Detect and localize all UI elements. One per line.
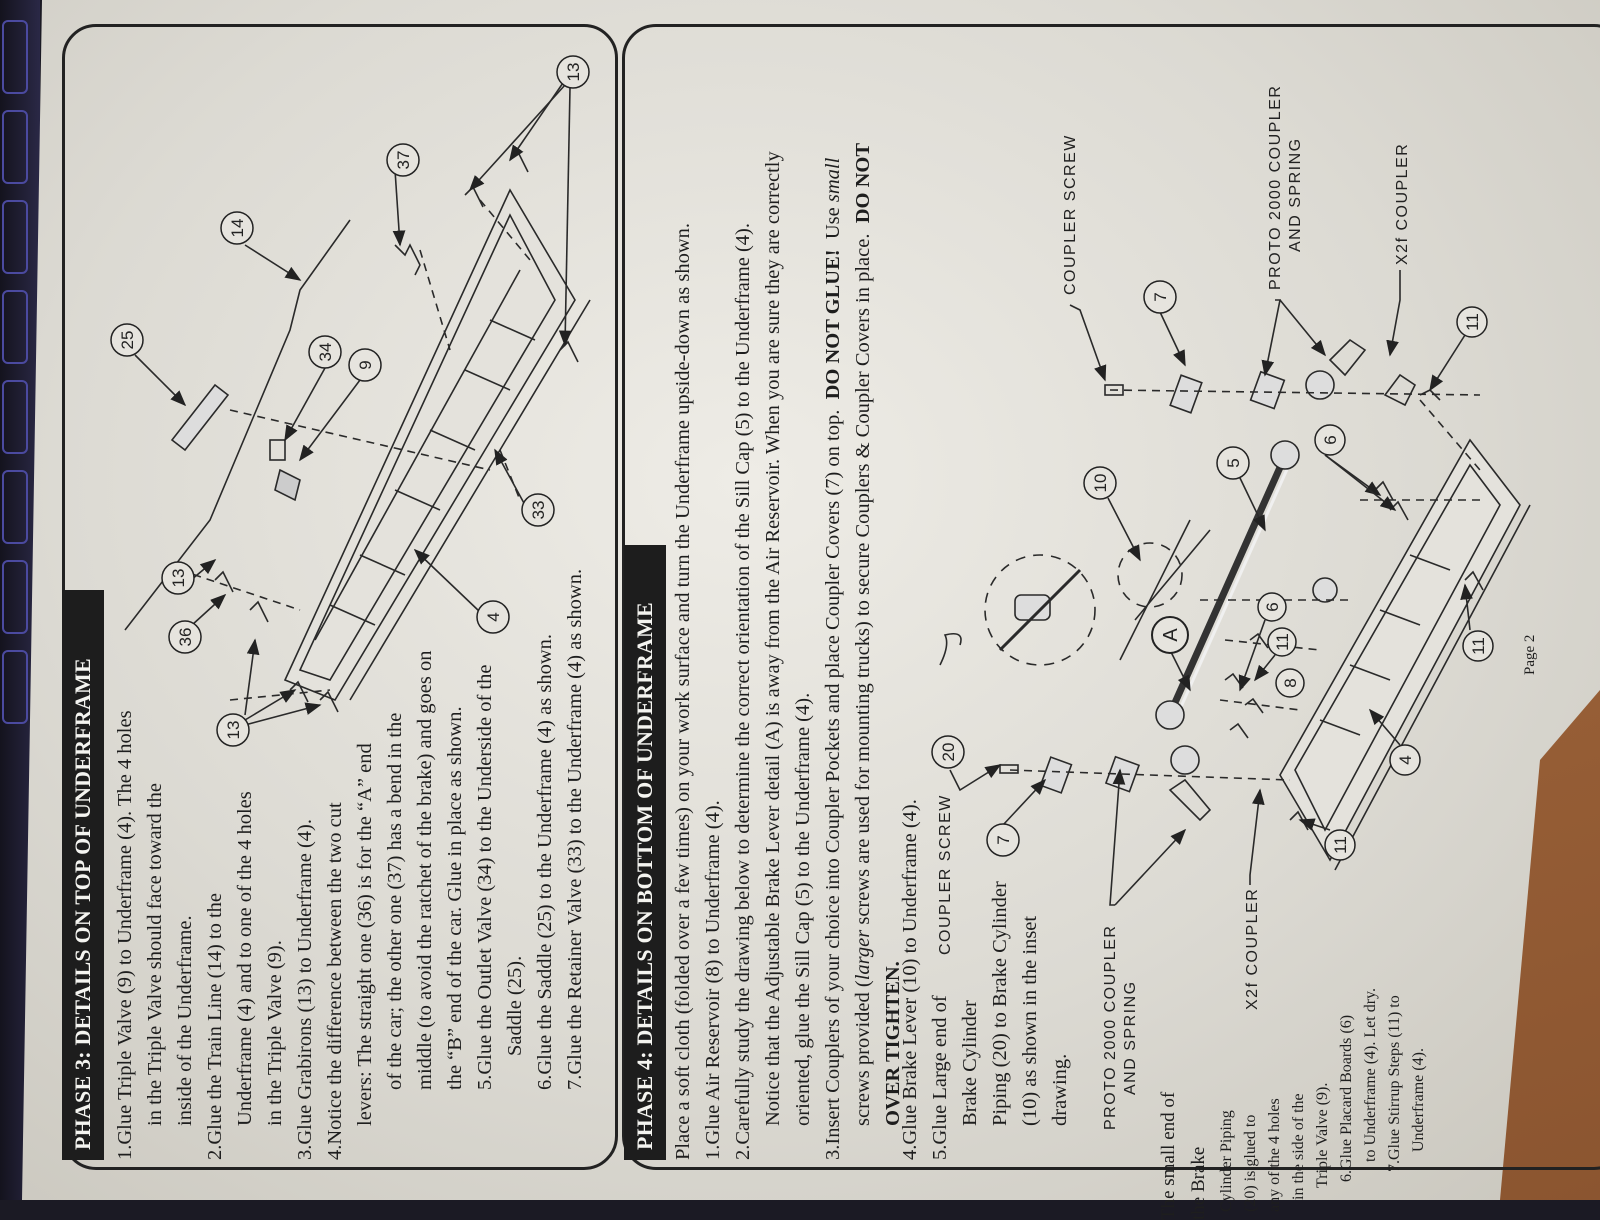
label-x2f-coupler-left: X2f COUPLER: [1244, 888, 1261, 1010]
keyboard-key: [2, 20, 28, 94]
label-proto-coupler-right: PROTO 2000 COUPLER: [1267, 85, 1284, 290]
callout-number: 13: [169, 569, 188, 588]
callout-number: 11: [1273, 633, 1292, 651]
callout-number: 34: [316, 343, 335, 362]
callout-number: 6: [1321, 435, 1340, 444]
callout-7: 7: [986, 823, 1020, 857]
callout-10: 10: [1083, 466, 1117, 500]
callout-8: 8: [1275, 668, 1305, 698]
phase4-leader-lines: [949, 270, 1473, 906]
phase4-underframe-drawing: [939, 338, 1531, 871]
callout-7: 7: [1143, 280, 1177, 314]
callout-13: 13: [161, 561, 195, 595]
keyboard-key: [2, 380, 28, 454]
callout-number: 36: [176, 628, 195, 647]
callout-letter: A: [1160, 628, 1182, 642]
callout-number: 11: [1463, 313, 1482, 331]
callout-number: 13: [224, 721, 243, 740]
phase3-leader-lines: [134, 79, 572, 726]
keyboard-key: [2, 470, 28, 544]
label-proto-spring-left: AND SPRING: [1122, 980, 1139, 1095]
callout-number: 9: [356, 360, 375, 369]
callout-A: A: [1151, 616, 1189, 654]
callout-20: 20: [931, 735, 965, 769]
callout-11: 11: [1267, 627, 1297, 657]
callout-6: 6: [1314, 424, 1346, 456]
callout-number: 14: [228, 219, 247, 238]
callout-11: 11: [1456, 306, 1488, 338]
callout-number: 13: [564, 63, 583, 82]
callout-number: 6: [1263, 602, 1282, 611]
callout-13: 13: [216, 713, 250, 747]
phase3-underframe-drawing: [124, 150, 591, 713]
label-proto-spring-right: AND SPRING: [1287, 137, 1304, 252]
callout-14: 14: [220, 211, 254, 245]
callout-34: 34: [308, 335, 342, 369]
keyboard-key: [2, 110, 28, 184]
instruction-sheet: [22, 0, 1600, 1200]
keyboard-key: [2, 290, 28, 364]
label-x2f-coupler-right: X2f COUPLER: [1394, 143, 1411, 265]
callout-25: 25: [110, 323, 144, 357]
label-proto-coupler-left: PROTO 2000 COUPLER: [1102, 925, 1119, 1130]
callout-number: 8: [1281, 678, 1300, 687]
callout-number: 5: [1224, 458, 1243, 467]
callout-4: 4: [1389, 744, 1421, 776]
callout-number: 7: [1151, 292, 1170, 301]
callout-36: 36: [168, 620, 202, 654]
callout-number: 20: [939, 743, 958, 762]
callout-33: 33: [521, 493, 555, 527]
callout-number: 7: [994, 835, 1013, 844]
callout-6: 6: [1257, 592, 1287, 622]
callout-9: 9: [348, 348, 382, 382]
keyboard-key: [2, 560, 28, 634]
callout-number: 37: [394, 151, 413, 170]
callout-number: 33: [529, 501, 548, 520]
label-coupler-screw-left: COUPLER SCREW: [937, 794, 954, 955]
callout-number: 4: [484, 612, 503, 621]
callout-37: 37: [386, 143, 420, 177]
callout-5: 5: [1216, 446, 1250, 480]
callout-number: 10: [1091, 474, 1110, 493]
callout-4: 4: [476, 600, 510, 634]
callout-number: 4: [1396, 755, 1415, 764]
callout-number: 25: [118, 331, 137, 350]
callout-11: 11: [1462, 630, 1494, 662]
callout-13: 13: [556, 55, 590, 89]
callout-number: 11: [1469, 637, 1488, 655]
label-coupler-screw-right: COUPLER SCREW: [1062, 134, 1079, 295]
part-labels: COUPLER SCREW PROTO 2000 COUPLER AND SPR…: [937, 85, 1411, 1130]
phase4-callouts: 20 7 10 5 A 6 11 8 6 11 4 11 7 11: [931, 280, 1494, 861]
phase3-callouts: 25 14 37 13 34 9 13 36 13 33 4: [110, 55, 590, 747]
callout-11: 11: [1324, 829, 1356, 861]
keyboard-key: [2, 650, 28, 724]
callout-number: 11: [1331, 836, 1350, 854]
keyboard-key: [2, 200, 28, 274]
